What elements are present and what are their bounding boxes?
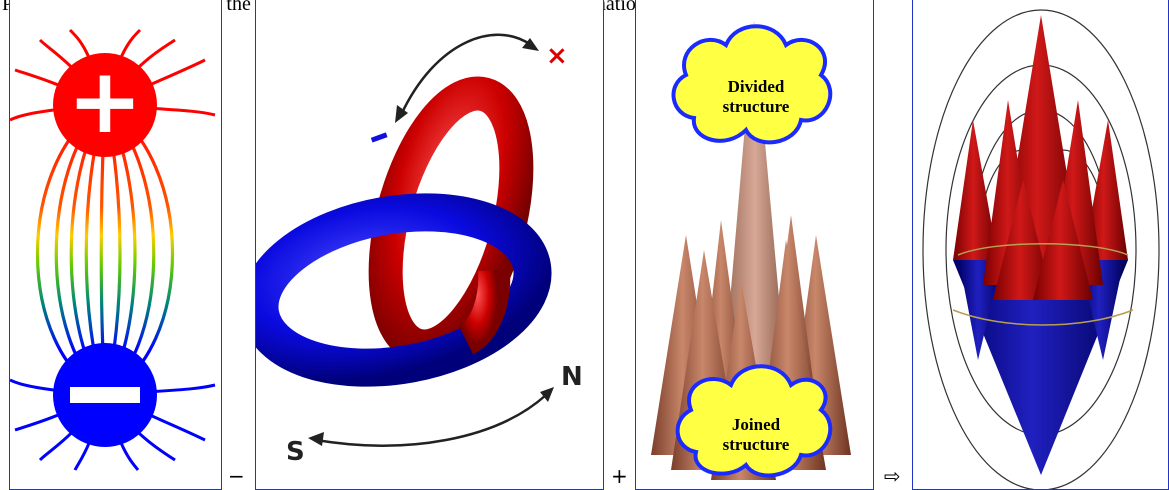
panel-combined-structure <box>912 0 1169 490</box>
panel-cones: Divided structure Joined structure <box>635 0 874 490</box>
positive-sign: + <box>67 49 142 154</box>
south-label: S <box>286 437 305 467</box>
plus-mark: × <box>546 41 568 71</box>
operator-plus: + <box>611 466 628 486</box>
tori-svg: × N S <box>256 0 604 490</box>
rotation-arrow-bottom <box>308 387 554 446</box>
panel-linked-tori: × N S <box>255 0 604 490</box>
divided-line2: structure <box>723 97 790 116</box>
operator-minus: − <box>228 466 245 486</box>
north-label: N <box>561 362 583 392</box>
negative-sign-bar <box>70 387 140 403</box>
minus-mark <box>371 132 388 142</box>
cones-svg: Divided structure Joined structure <box>636 0 874 490</box>
panel-electric-dipole: + <box>9 0 222 490</box>
divided-line1: Divided <box>728 77 785 96</box>
joined-line2: structure <box>723 435 790 454</box>
operator-implies: ⇨ <box>884 466 901 486</box>
combined-svg <box>913 0 1169 490</box>
cloud-divided: Divided structure <box>674 26 831 142</box>
joined-line1: Joined <box>732 415 781 434</box>
dipole-svg: + <box>10 0 222 490</box>
